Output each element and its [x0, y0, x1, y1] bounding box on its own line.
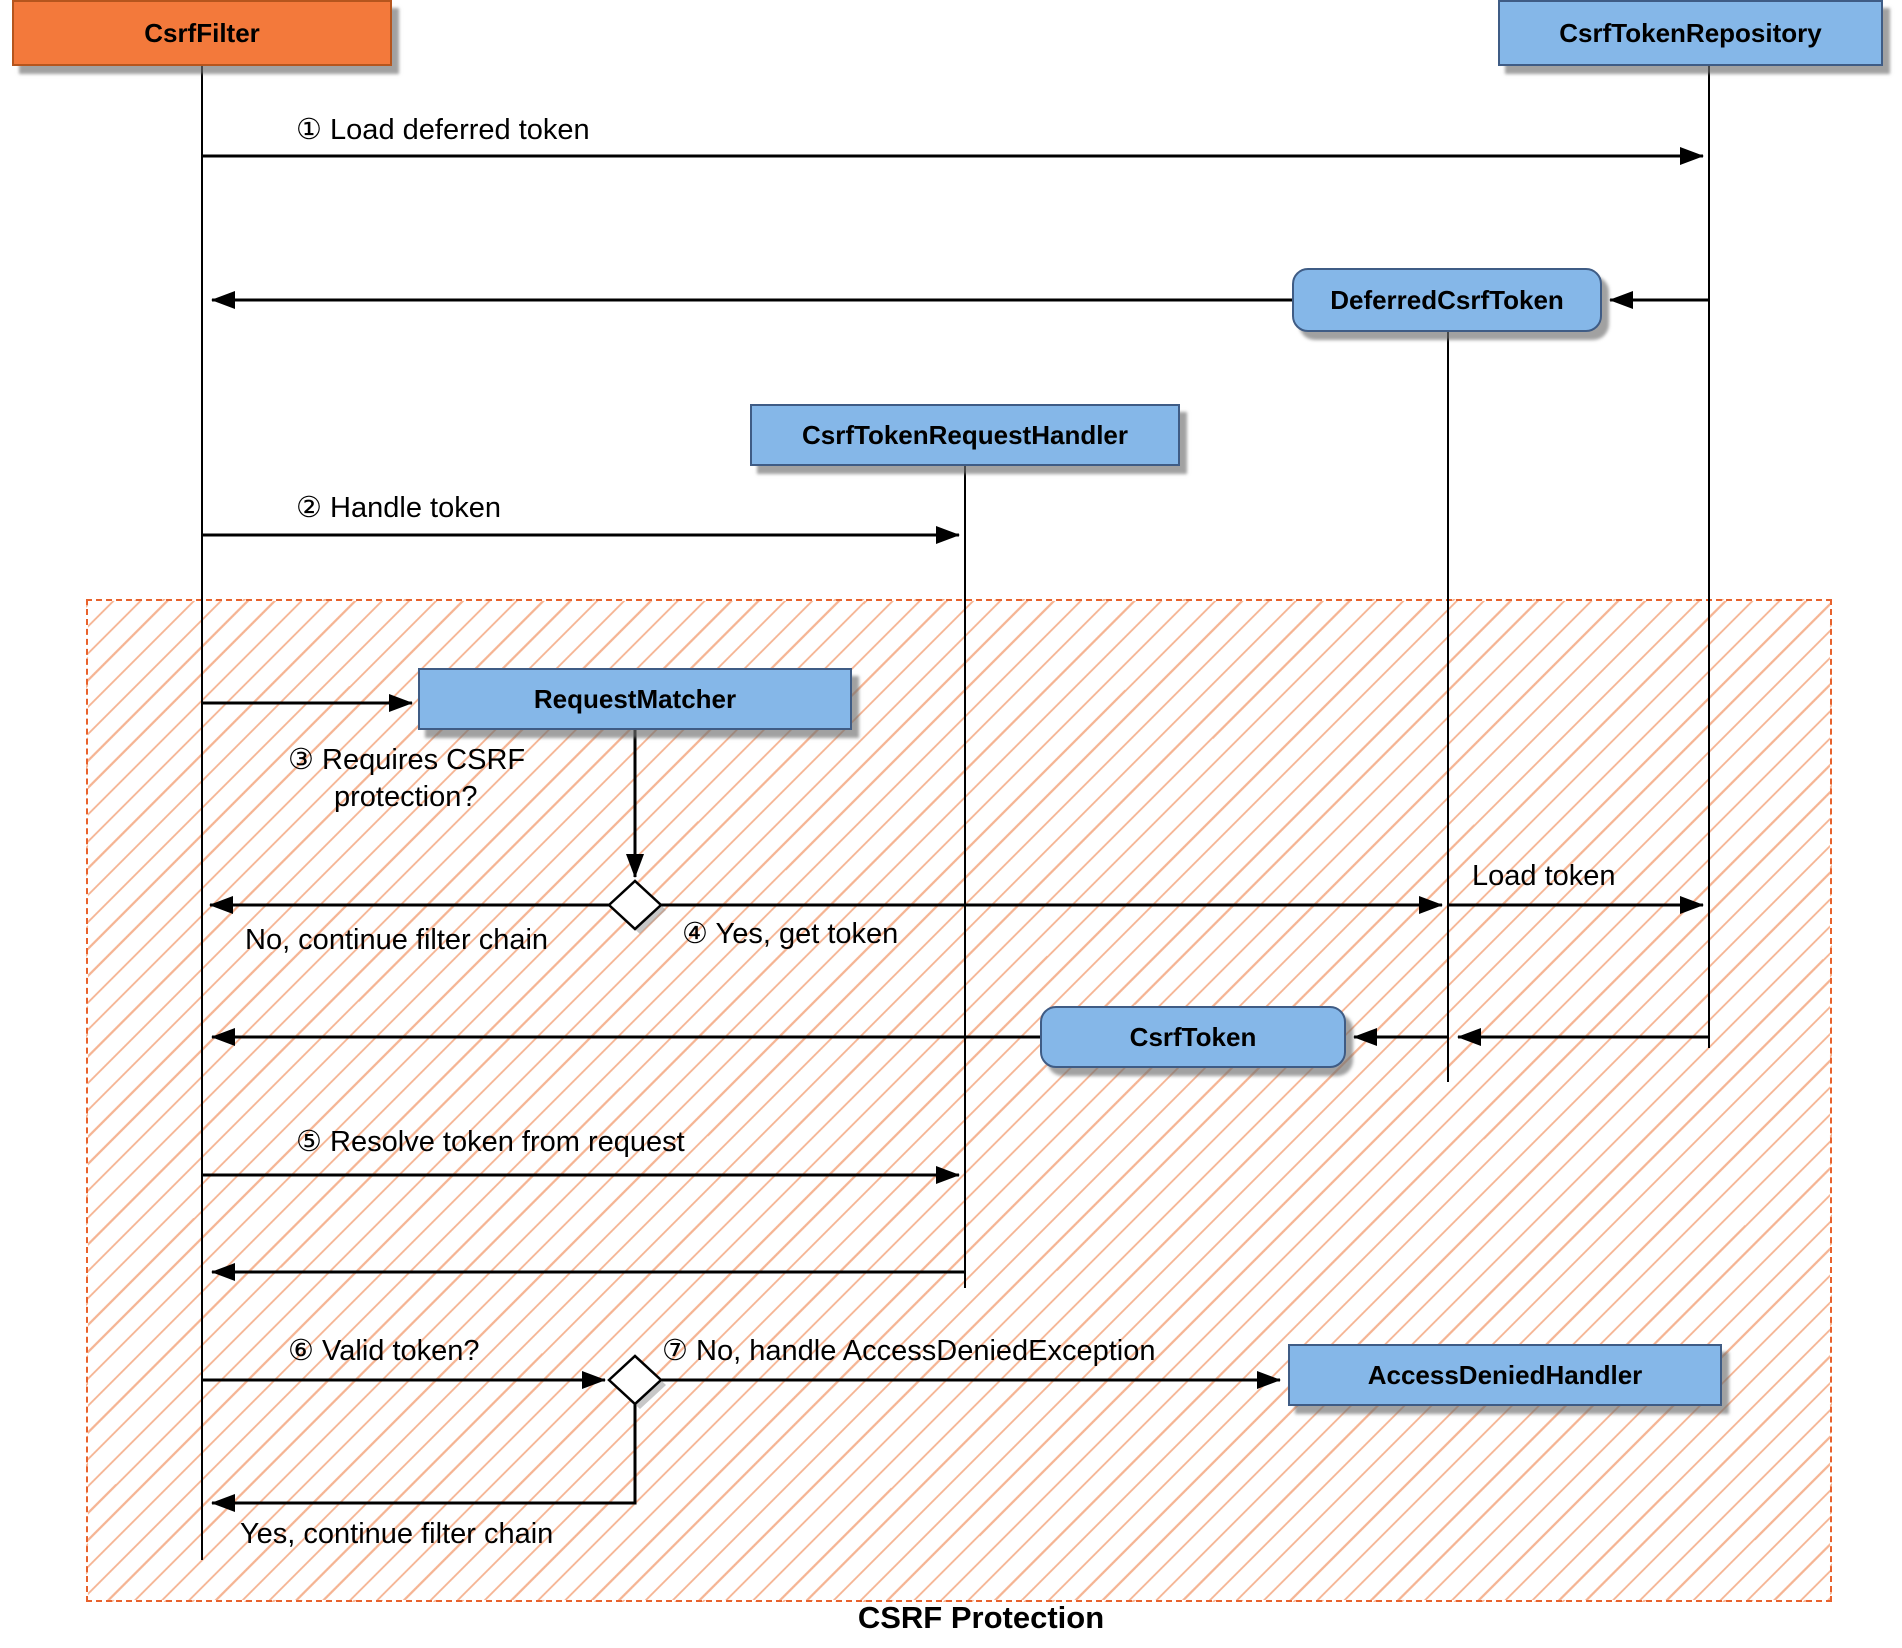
message-yes-get-token: ④ Yes, get token	[682, 918, 899, 950]
node-csrftokenrequesthandler: CsrfTokenRequestHandler	[750, 404, 1180, 466]
node-requestmatcher: RequestMatcher	[418, 668, 852, 730]
node-csrftoken: CsrfToken	[1040, 1006, 1346, 1068]
message-load-token: Load token	[1472, 860, 1616, 892]
node-deferredcsrftoken: DeferredCsrfToken	[1292, 268, 1602, 332]
decision-requires-csrf	[607, 879, 663, 931]
message-no-continue-filter-chain: No, continue filter chain	[245, 924, 549, 956]
node-accessdeniedhandler: AccessDeniedHandler	[1288, 1344, 1722, 1406]
message-requires-csrf-line2: protection?	[334, 781, 478, 813]
message-arrows	[202, 147, 1709, 1512]
decision-diamonds	[607, 879, 666, 1409]
decision-valid-token	[607, 1354, 663, 1406]
node-csrftokenrepository: CsrfTokenRepository	[1498, 0, 1883, 66]
node-csrffilter: CsrfFilter	[12, 0, 392, 66]
message-resolve-token-from-request: ⑤ Resolve token from request	[296, 1126, 685, 1158]
lifelines	[201, 66, 1710, 1560]
csrf-protection-region	[86, 599, 1832, 1602]
arrow-yes-continue-filter-chain	[211, 1404, 637, 1512]
message-yes-continue-filter-chain: Yes, continue filter chain	[240, 1518, 554, 1550]
message-load-deferred-token: ① Load deferred token	[296, 114, 590, 146]
message-requires-csrf-line1: ③ Requires CSRF	[288, 744, 526, 776]
message-requires-csrf-protection: ③ Requires CSRF protection?	[288, 742, 525, 816]
diagram-caption: CSRF Protection	[857, 1600, 1105, 1635]
message-valid-token: ⑥ Valid token?	[288, 1335, 480, 1367]
message-no-handle-accessdeniedexception: ⑦ No, handle AccessDeniedException	[662, 1335, 1156, 1367]
message-handle-token: ② Handle token	[296, 492, 501, 524]
